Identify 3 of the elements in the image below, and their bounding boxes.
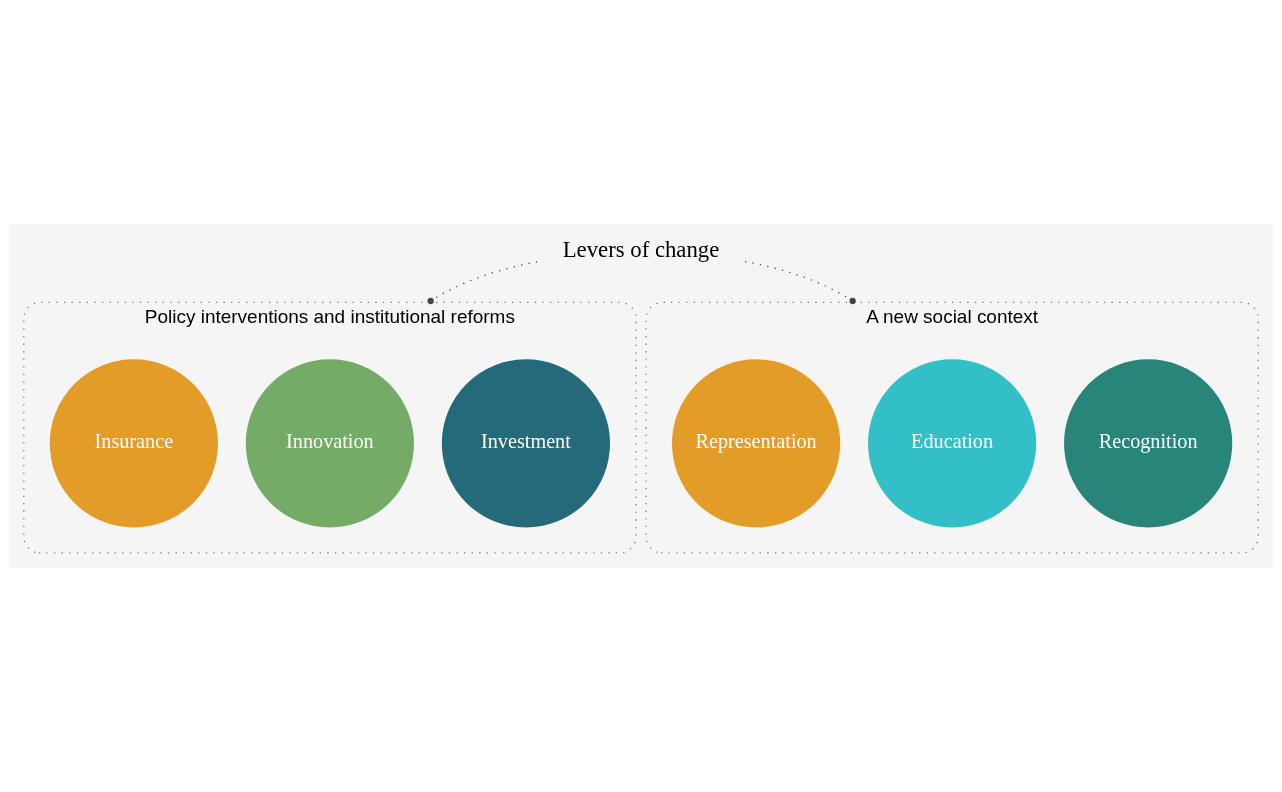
connector: [744, 260, 856, 305]
node-text: Levers of change: [562, 237, 720, 263]
connector: [427, 261, 538, 305]
